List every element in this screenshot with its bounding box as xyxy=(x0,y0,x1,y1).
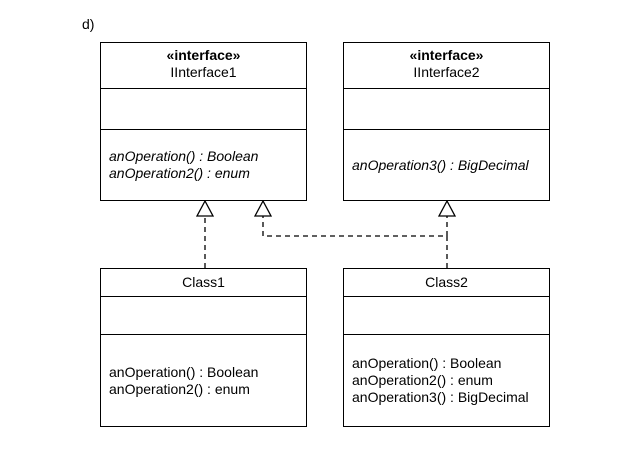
class-header: Class1 xyxy=(101,269,306,297)
interface-iinterface1: «interface» IInterface1 anOperation() : … xyxy=(100,42,307,201)
attributes-compartment xyxy=(101,89,306,130)
interface-header: «interface» IInterface2 xyxy=(344,43,549,89)
realization-arrowhead xyxy=(253,199,273,217)
stereotype-label: «interface» xyxy=(409,47,484,63)
interface-name: IInterface1 xyxy=(170,64,237,80)
operation: anOperation() : Boolean xyxy=(109,148,259,164)
figure-label: d) xyxy=(82,16,95,32)
stereotype-label: «interface» xyxy=(166,47,241,63)
interface-header: «interface» IInterface1 xyxy=(101,43,306,89)
operation: anOperation() : Boolean xyxy=(109,363,259,380)
edge-class2-iinterface1 xyxy=(262,216,448,268)
operation: anOperation3() : BigDecimal xyxy=(352,389,529,405)
attributes-compartment xyxy=(344,297,549,335)
operation: anOperation2() : enum xyxy=(109,165,250,181)
attributes-compartment xyxy=(101,297,306,335)
interface-name: IInterface2 xyxy=(413,64,480,80)
operation: anOperation2() : enum xyxy=(352,372,493,388)
realization-arrowhead xyxy=(437,199,457,217)
class-class1: Class1 anOperation() : Boolean anOperati… xyxy=(100,268,307,427)
class-class2: Class2 anOperation() : Boolean anOperati… xyxy=(343,268,550,427)
operations-compartment: anOperation() : Boolean anOperation2() :… xyxy=(101,130,306,200)
operations-compartment: anOperation() : Boolean anOperation2() :… xyxy=(101,335,306,426)
class-name: Class2 xyxy=(425,274,468,290)
operations-compartment: anOperation() : Boolean anOperation2() :… xyxy=(344,335,549,426)
operation: anOperation3() : BigDecimal xyxy=(352,156,529,173)
class-header: Class2 xyxy=(344,269,549,297)
operation: anOperation() : Boolean xyxy=(352,355,502,371)
class-name: Class1 xyxy=(182,274,225,290)
operation: anOperation2() : enum xyxy=(109,380,250,397)
interface-iinterface2: «interface» IInterface2 anOperation3() :… xyxy=(343,42,550,201)
realization-arrowhead xyxy=(195,199,215,217)
operations-compartment: anOperation3() : BigDecimal xyxy=(344,130,549,200)
attributes-compartment xyxy=(344,89,549,130)
